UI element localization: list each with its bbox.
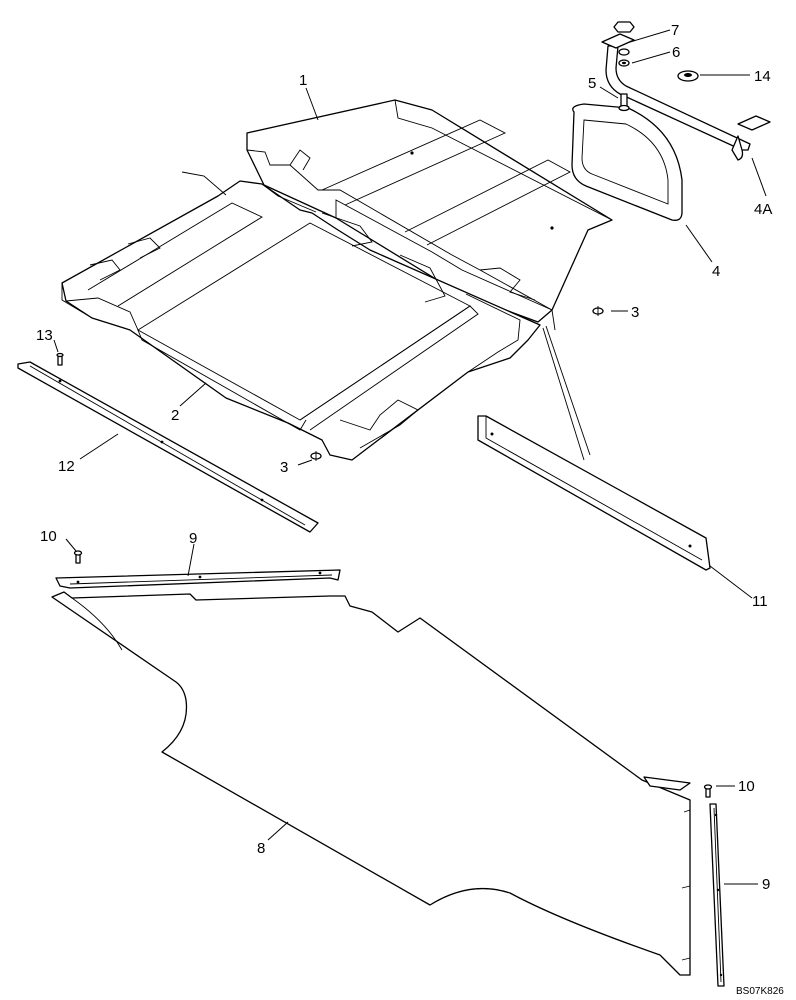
- part-4-mirror: [571, 103, 683, 221]
- part-9-side-strip: [709, 803, 725, 987]
- callout-7: 7: [671, 22, 679, 39]
- callout-12: 12: [58, 458, 75, 475]
- callout-5: 5: [588, 75, 596, 92]
- part-3-fastener-right: [592, 306, 604, 316]
- part-2-floor-frame: [61, 171, 541, 461]
- part-5-bolt: [618, 93, 630, 112]
- callout-2: 2: [171, 407, 179, 424]
- callout-3-right: 3: [631, 304, 639, 321]
- part-13-pin: [56, 352, 64, 366]
- callout-14: 14: [754, 68, 771, 85]
- part-1-floor-panel: [246, 99, 613, 331]
- callout-1: 1: [299, 72, 307, 89]
- callout-4a: 4A: [754, 201, 772, 218]
- drawing-reference-code: BS07K826: [736, 986, 784, 997]
- part-3-fastener-left: [310, 451, 322, 461]
- callout-10-right: 10: [738, 778, 755, 795]
- callout-labels: 1 2 3 3 4 4A 5 6 7 8 9 9 10 10 11 12 13 …: [36, 22, 772, 893]
- callout-4: 4: [712, 263, 720, 280]
- part-6-washer: [618, 59, 630, 67]
- part-12-trim-strip: [17, 361, 319, 533]
- part-4a-mirror-arm: [601, 33, 771, 161]
- part-10-screw-left: [73, 550, 83, 564]
- callout-6: 6: [672, 44, 680, 61]
- callout-9-side: 9: [762, 876, 770, 893]
- callout-10-left: 10: [40, 528, 57, 545]
- callout-9-top: 9: [189, 530, 197, 547]
- callout-3-left: 3: [280, 459, 288, 476]
- part-10-screw-right: [703, 784, 713, 798]
- part-11-side-trim: [477, 325, 711, 571]
- part-8-floor-mat: [51, 591, 691, 976]
- callout-11: 11: [752, 593, 768, 610]
- leader-lines: [53, 29, 767, 885]
- part-9-top-strip: [55, 569, 341, 589]
- part-7-nut: [613, 21, 635, 56]
- part-14-grommet: [677, 70, 699, 82]
- callout-8: 8: [257, 840, 265, 857]
- callout-13: 13: [36, 327, 53, 344]
